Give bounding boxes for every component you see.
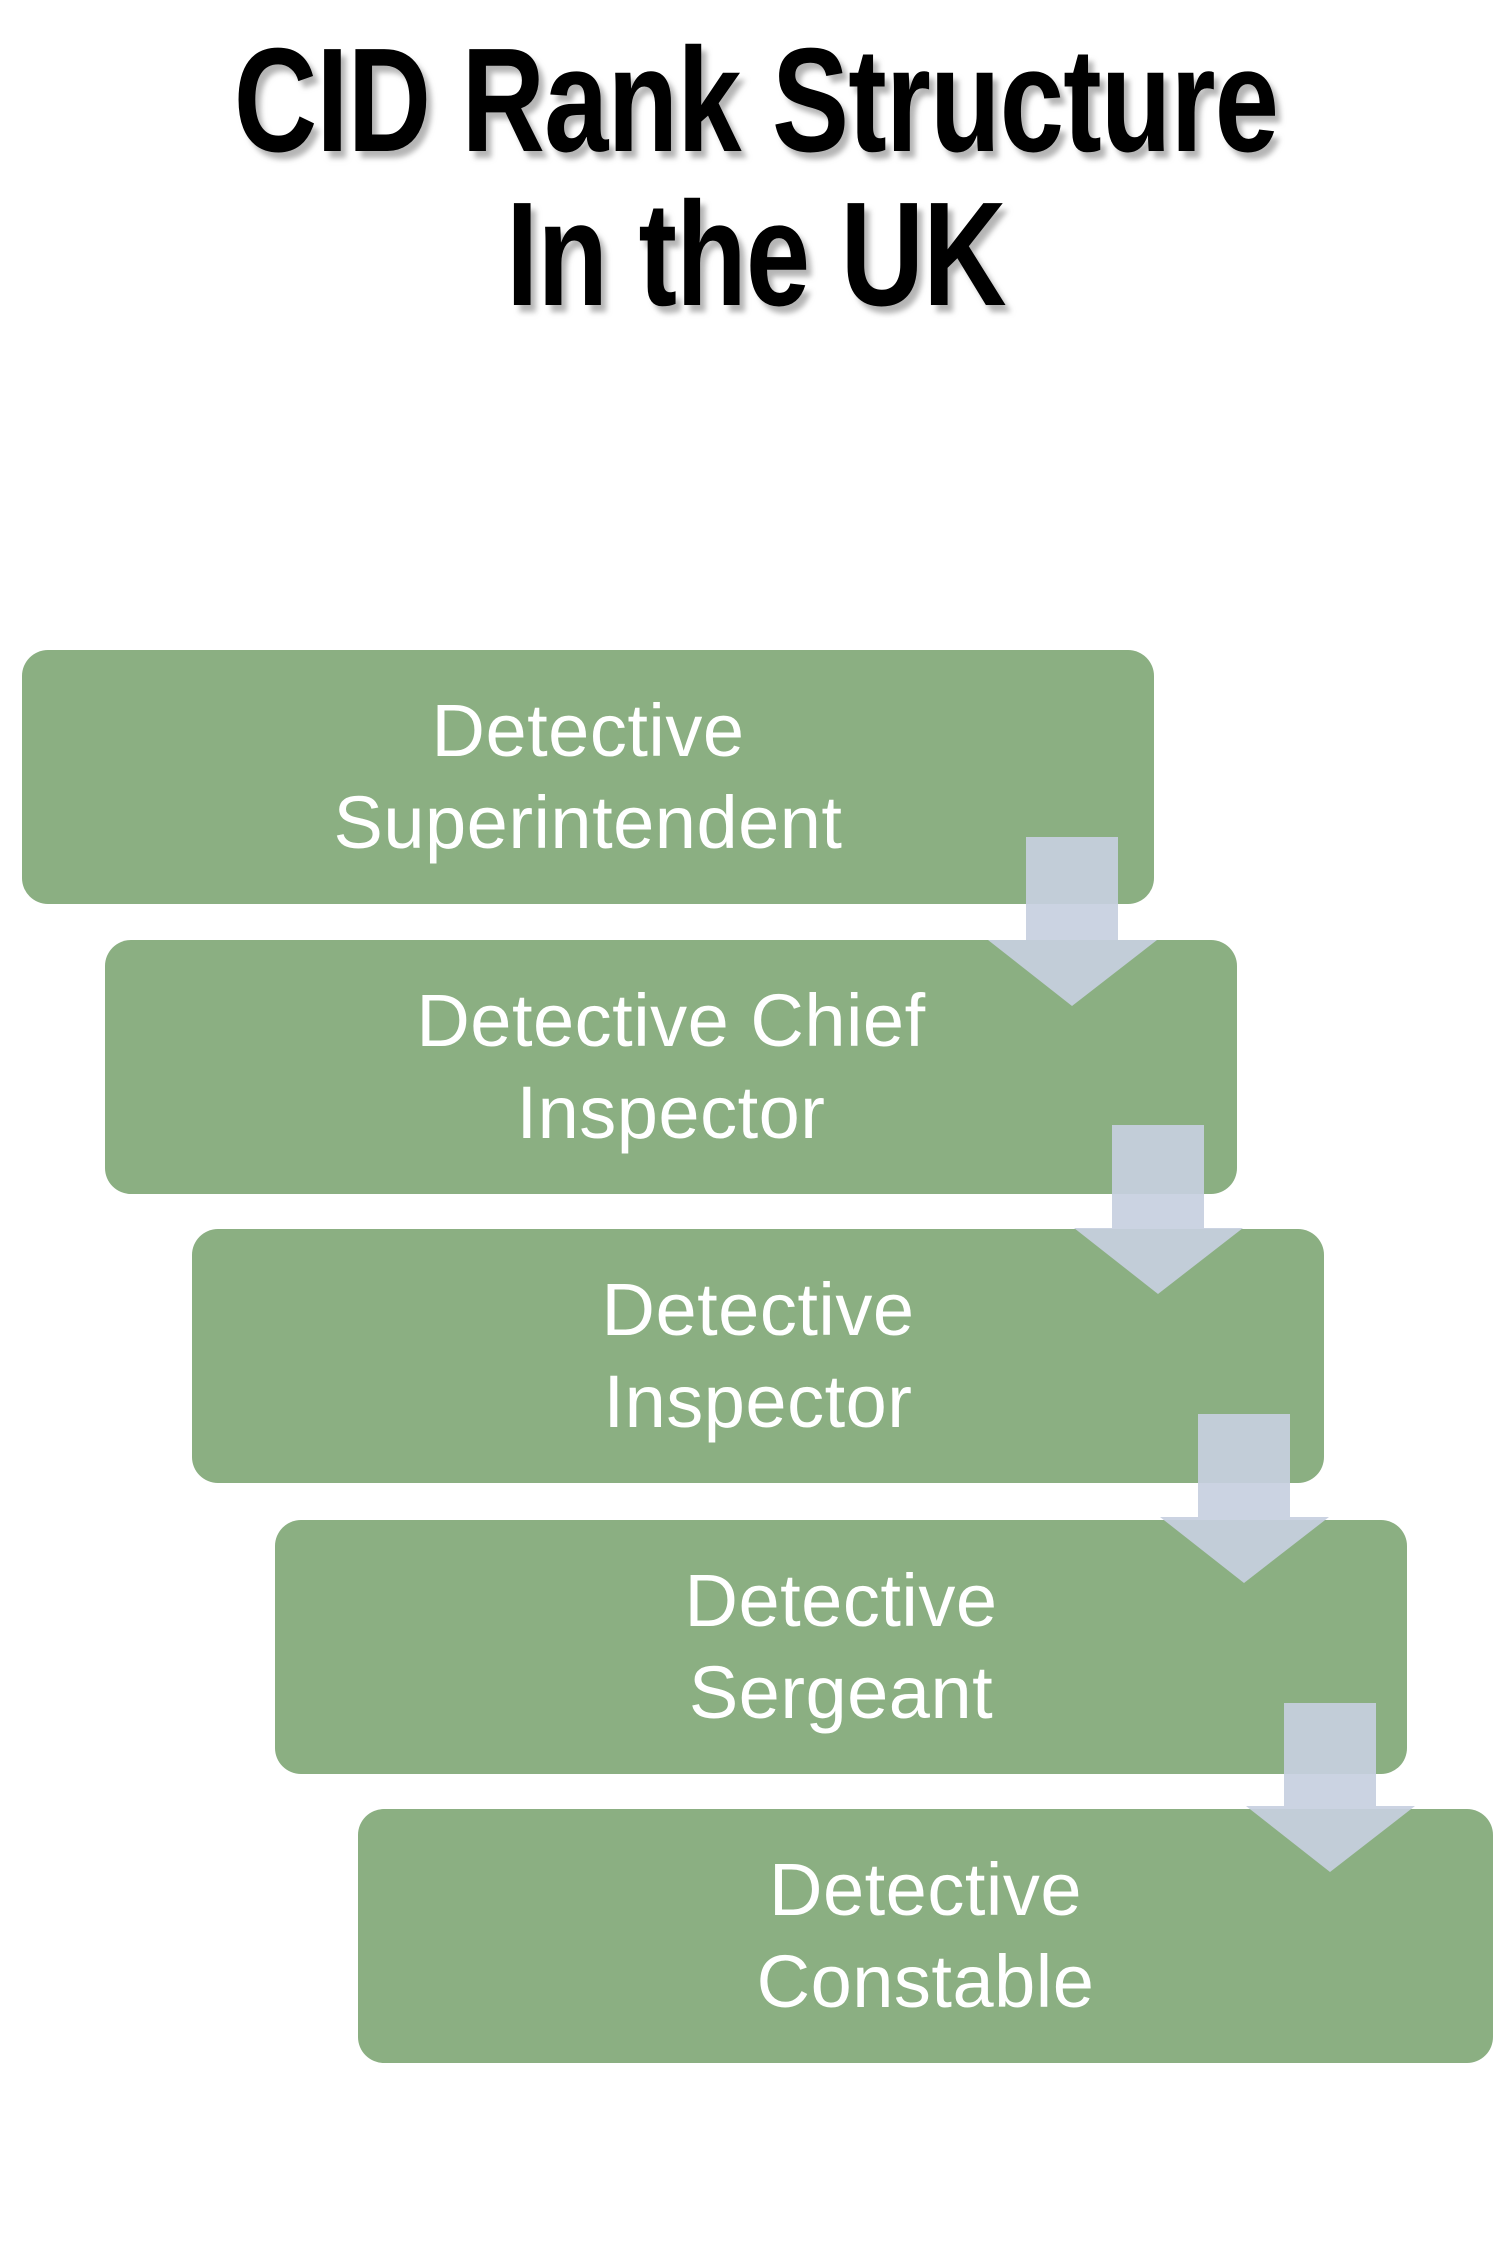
rank-label-detective-inspector: Detective Inspector: [601, 1268, 915, 1443]
rank-label-detective-sergeant: Detective Sergeant: [684, 1559, 998, 1734]
rank-box-detective-constable[interactable]: Detective Constable: [358, 1809, 1493, 2063]
page-title: CID Rank Structure In the UK: [0, 24, 1512, 332]
page-title-line-2: In the UK: [506, 172, 1006, 337]
page-title-line-1: CID Rank Structure: [233, 18, 1279, 183]
rank-box-detective-inspector[interactable]: Detective Inspector: [192, 1229, 1324, 1483]
rank-label-detective-constable: Detective Constable: [756, 1848, 1095, 2023]
rank-label-detective-chief-inspector: Detective Chief Inspector: [416, 979, 926, 1154]
rank-box-detective-sergeant[interactable]: Detective Sergeant: [275, 1520, 1407, 1774]
rank-box-detective-superintendent[interactable]: Detective Superintendent: [22, 650, 1154, 904]
rank-label-detective-superintendent: Detective Superintendent: [333, 689, 843, 864]
rank-box-detective-chief-inspector[interactable]: Detective Chief Inspector: [105, 940, 1237, 1194]
